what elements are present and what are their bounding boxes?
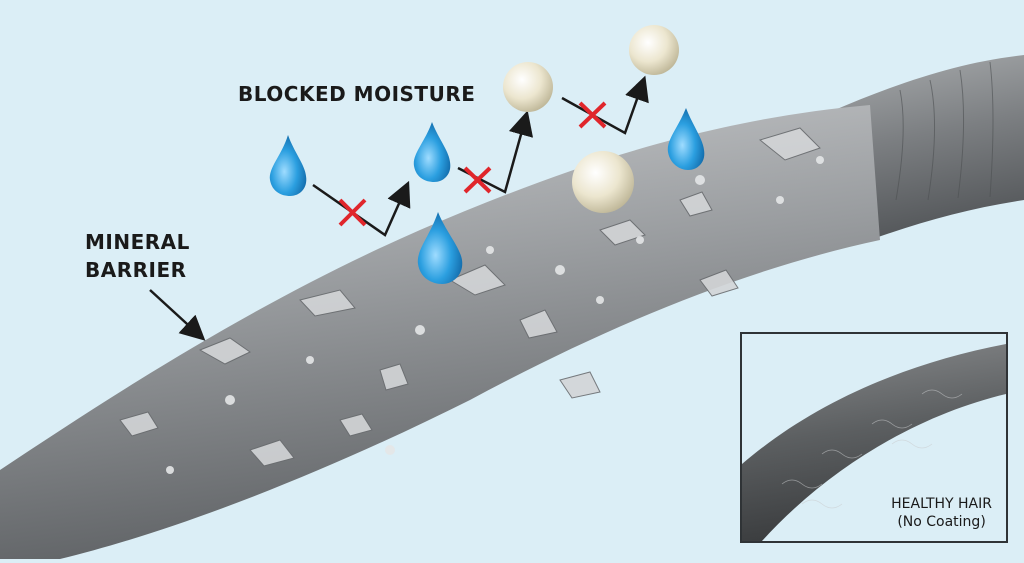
pearl-sphere-icon — [629, 25, 679, 75]
water-drop-icon — [667, 108, 705, 170]
healthy-hair-inset: HEALTHY HAIR (No Coating) — [740, 332, 1008, 543]
inset-title: HEALTHY HAIR — [891, 496, 992, 512]
mineral-flakes — [119, 127, 821, 467]
healthy-hair-image — [742, 344, 1006, 541]
mineral-barrier-line1: MINERAL — [85, 230, 190, 254]
blocked-x-icon — [463, 166, 492, 194]
blocked-path-1 — [312, 180, 411, 237]
hair-coated-segment — [0, 105, 880, 559]
inset-subtitle: (No Coating) — [897, 514, 986, 530]
water-drop-icon — [269, 135, 307, 196]
hair-smooth-segment — [830, 55, 1024, 240]
blocked-x-icon — [338, 198, 367, 227]
blocked-x-icon — [578, 101, 607, 129]
water-drop-icon — [417, 212, 463, 284]
mineral-barrier-arrow — [149, 289, 206, 341]
pearl-sphere-icon — [503, 62, 553, 112]
blocked-path-2 — [457, 110, 534, 194]
mineral-barrier-line2: BARRIER — [85, 258, 187, 282]
blocked-path-3 — [561, 75, 649, 135]
water-drop-icon — [413, 122, 451, 182]
mineral-barrier-label: MINERAL BARRIER — [85, 228, 190, 284]
healthy-hair-caption: HEALTHY HAIR (No Coating) — [891, 495, 992, 531]
blocked-moisture-label: BLOCKED MOISTURE — [238, 82, 476, 106]
pearl-sphere-icon — [572, 151, 634, 213]
